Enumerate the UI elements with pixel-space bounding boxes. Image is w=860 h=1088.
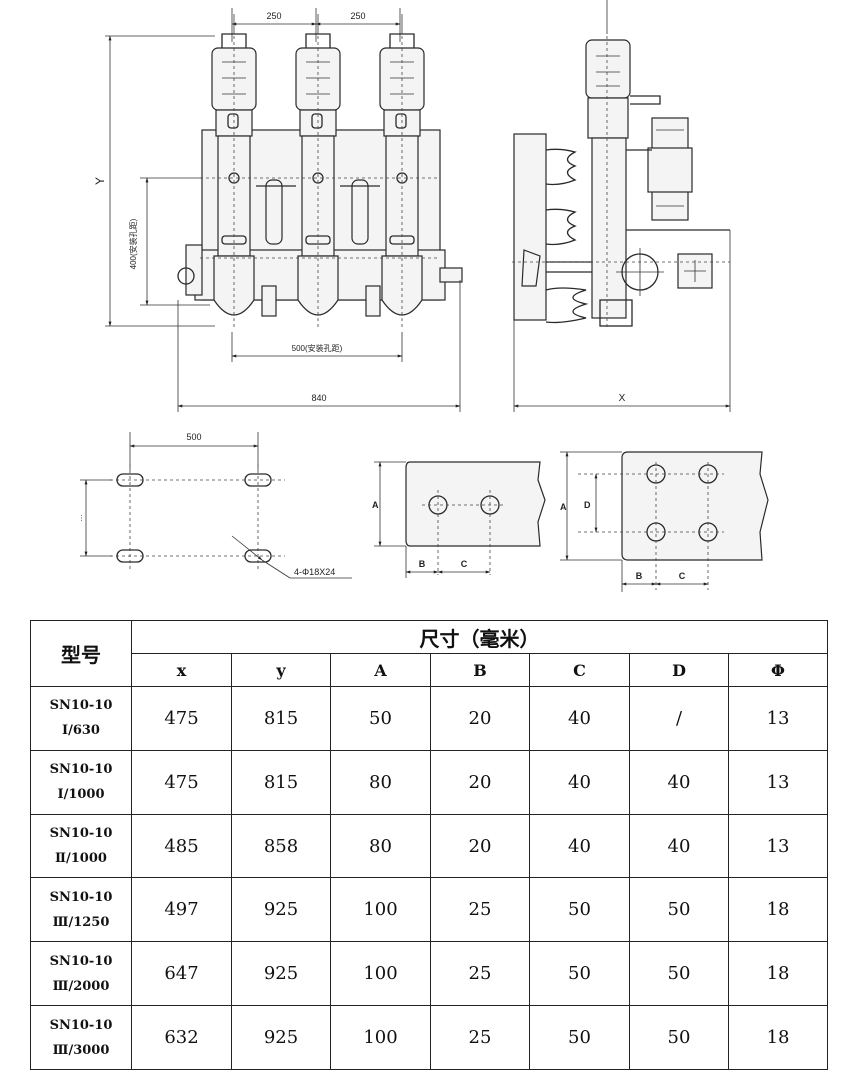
- terminal-small: A B C: [372, 461, 546, 578]
- cell-x: 475: [131, 686, 232, 751]
- cell-phi: 18: [727, 877, 829, 943]
- dim-vertical-holes: ...: [75, 515, 84, 522]
- cell-d: 50: [629, 941, 729, 1007]
- dim-x: X: [619, 393, 626, 404]
- cell-a: 50: [330, 686, 431, 751]
- technical-drawing: 250 250 Y 400(安装孔距): [75, 0, 769, 592]
- cell-c: 40: [529, 813, 630, 879]
- cell-d: 50: [629, 877, 729, 943]
- pole-2: [295, 14, 341, 330]
- pole-3: [379, 14, 425, 330]
- cell-b: 20: [430, 686, 530, 751]
- cell-x: 497: [131, 877, 232, 943]
- cell-d: 40: [629, 813, 729, 879]
- term-small-b: B: [419, 559, 426, 569]
- cell-phi: 13: [727, 749, 829, 815]
- term-large-b: B: [636, 571, 643, 581]
- dim-840: 840: [311, 393, 326, 403]
- term-large-a: A: [560, 502, 567, 512]
- cell-y: 815: [231, 749, 331, 815]
- cell-x: 475: [131, 749, 232, 815]
- cell-c: 40: [529, 749, 630, 815]
- model-header: 型号: [30, 620, 132, 687]
- cell-x: 647: [131, 941, 232, 1007]
- col-c: C: [529, 653, 630, 687]
- cell-a: 100: [330, 877, 431, 943]
- hole-plan: 500 ... 4-Φ18X24: [75, 432, 352, 579]
- cell-d: /: [629, 686, 729, 751]
- cell-c: 50: [529, 877, 630, 943]
- col-y: y: [231, 653, 331, 687]
- dim-y: Y: [93, 177, 107, 185]
- cell-y: 925: [231, 941, 331, 1007]
- side-view: X: [512, 0, 731, 412]
- cell-b: 25: [430, 1005, 530, 1070]
- col-b: B: [430, 653, 530, 687]
- hole-note: 4-Φ18X24: [294, 567, 335, 577]
- cell-y: 815: [231, 686, 331, 751]
- cell-phi: 18: [727, 941, 829, 1007]
- dim-500-mount: 500(安装孔距): [292, 343, 343, 353]
- term-large-d: D: [584, 500, 591, 510]
- cell-b: 20: [430, 813, 530, 879]
- dim-250-right: 250: [350, 11, 365, 21]
- column-header-row: x y A B C D Φ: [31, 653, 829, 687]
- cell-c: 50: [529, 1005, 630, 1070]
- cell-c: 50: [529, 941, 630, 1007]
- cell-a: 80: [330, 813, 431, 879]
- cell-y: 925: [231, 877, 331, 943]
- dim-500-holes: 500: [186, 432, 201, 442]
- cell-phi: 13: [727, 813, 829, 879]
- pole-1: [211, 14, 257, 330]
- col-phi: Φ: [727, 653, 829, 687]
- cell-y: 858: [231, 813, 331, 879]
- cell-b: 25: [430, 877, 530, 943]
- cell-d: 50: [629, 1005, 729, 1070]
- cell-d: 40: [629, 749, 729, 815]
- col-a: A: [330, 653, 431, 687]
- term-small-a: A: [372, 500, 379, 510]
- cell-a: 100: [330, 941, 431, 1007]
- term-large-c: C: [679, 571, 686, 581]
- dim-250-left: 250: [266, 11, 281, 21]
- dimension-group-header: 尺寸（毫米）: [130, 620, 829, 654]
- cell-a: 100: [330, 1005, 431, 1070]
- cell-phi: 18: [727, 1005, 829, 1070]
- cell-x: 632: [131, 1005, 232, 1070]
- cell-b: 20: [430, 749, 530, 815]
- dim-400-mount: 400(安装孔距): [128, 218, 138, 269]
- cell-x: 485: [131, 813, 232, 879]
- front-view: 250 250 Y 400(安装孔距): [93, 8, 463, 412]
- terminal-large: A D B C: [560, 451, 769, 592]
- col-d: D: [629, 653, 729, 687]
- cell-c: 40: [529, 686, 630, 751]
- cell-b: 25: [430, 941, 530, 1007]
- cell-phi: 13: [727, 686, 829, 751]
- col-x: x: [131, 653, 232, 687]
- cell-y: 925: [231, 1005, 331, 1070]
- cell-a: 80: [330, 749, 431, 815]
- term-small-c: C: [461, 559, 468, 569]
